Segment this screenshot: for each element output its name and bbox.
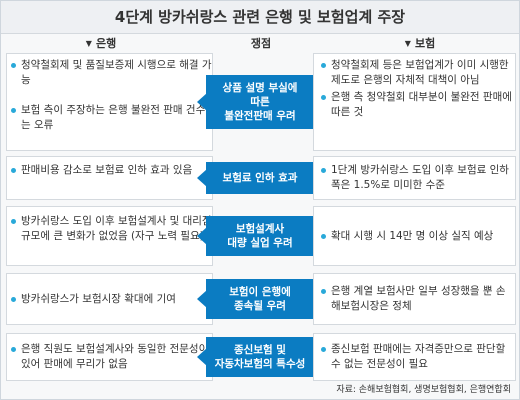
bullet-icon <box>321 289 326 294</box>
list-item: 청약철회제 및 품질보증제 시행으로 해결 가능 <box>7 58 212 88</box>
header-bank-label: 은행 <box>95 37 117 50</box>
bank-claims: 방카쉬랑스가 보험시장 확대에 기여 <box>6 273 213 325</box>
bullet-icon <box>11 347 16 352</box>
header-insurance-label: 보험 <box>414 37 436 50</box>
list-item: 은행 계열 보험사만 일부 성장했을 뿐 손해보험시장은 정체 <box>314 284 515 314</box>
issue-row: 방카쉬랑스 도입 이후 보험설계사 및 대리점 규모에 큰 변화가 없었음 (자… <box>1 206 519 266</box>
insurance-claims: 청약철회제 등은 보험업계가 이미 시행한 제도로 은행의 자체적 대책이 아님… <box>313 53 516 151</box>
insurance-claims: 확대 시행 시 14만 명 이상 실직 예상 <box>313 206 516 266</box>
triangle-down-icon: ▼ <box>404 38 411 48</box>
arrow-left-icon <box>197 227 207 245</box>
header-insurance: ▼ 보험 <box>321 36 519 50</box>
triangle-down-icon: ▼ <box>85 38 92 48</box>
list-item: 종신보험 판매에는 자격증만으로 판단할 수 없는 전문성이 필요 <box>314 342 515 372</box>
bullet-icon <box>321 95 326 100</box>
issue-label: 상품 설명 부실에 따른 불완전판매 우려 <box>206 75 314 129</box>
page-title: 4단계 방카쉬랑스 관련 은행 및 보험업계 주장 <box>1 1 519 34</box>
bank-claims: 은행 직원도 보험설계사와 동일한 전문성이 있어 판매에 무리가 없음 <box>6 333 213 381</box>
arrow-left-icon <box>197 93 207 111</box>
issue-row: 판매비용 감소로 보험료 인하 효과 있음 보험료 인하 효과 1단계 방카쉬랑… <box>1 156 519 200</box>
bank-claims: 판매비용 감소로 보험료 인하 효과 있음 <box>6 156 213 200</box>
issue-label: 종신보험 및 자동차보험의 특수성 <box>206 337 314 377</box>
list-item: 청약철회제 등은 보험업계가 이미 시행한 제도로 은행의 자체적 대책이 아님 <box>314 58 515 88</box>
issue-row: 은행 직원도 보험설계사와 동일한 전문성이 있어 판매에 무리가 없음 종신보… <box>1 333 519 381</box>
arrow-left-icon <box>197 348 207 366</box>
bank-claims: 방카쉬랑스 도입 이후 보험설계사 및 대리점 규모에 큰 변화가 없었음 (자… <box>6 206 213 266</box>
list-item: 판매비용 감소로 보험료 인하 효과 있음 <box>7 163 212 178</box>
list-item: 은행 직원도 보험설계사와 동일한 전문성이 있어 판매에 무리가 없음 <box>7 342 212 372</box>
bullet-icon <box>11 108 16 113</box>
list-item: 보험 측이 주장하는 은행 불완전 판매 건수는 오류 <box>7 103 212 133</box>
insurance-claims: 1단계 방카쉬랑스 도입 이후 보험료 인하 폭은 1.5%로 미미한 수준 <box>313 156 516 200</box>
issue-row: 청약철회제 및 품질보증제 시행으로 해결 가능 보험 측이 주장하는 은행 불… <box>1 53 519 151</box>
list-item: 확대 시행 시 14만 명 이상 실직 예상 <box>314 229 515 244</box>
issue-label: 보험이 은행에 종속될 우려 <box>206 279 314 319</box>
arrow-left-icon <box>197 290 207 308</box>
list-item: 1단계 방카쉬랑스 도입 이후 보험료 인하 폭은 1.5%로 미미한 수준 <box>314 163 515 193</box>
header-bank: ▼ 은행 <box>1 36 201 50</box>
bank-claims: 청약철회제 및 품질보증제 시행으로 해결 가능 보험 측이 주장하는 은행 불… <box>6 53 213 151</box>
insurance-claims: 은행 계열 보험사만 일부 성장했을 뿐 손해보험시장은 정체 <box>313 273 516 325</box>
list-item: 은행 측 청약철회 대부분이 불완전 판매에 따른 것 <box>314 90 515 120</box>
bullet-icon <box>11 219 16 224</box>
arrow-left-icon <box>197 169 207 187</box>
bullet-icon <box>11 168 16 173</box>
bullet-icon <box>321 234 326 239</box>
bullet-icon <box>321 168 326 173</box>
issue-row: 방카쉬랑스가 보험시장 확대에 기여 보험이 은행에 종속될 우려 은행 계열 … <box>1 273 519 325</box>
header-issue: 쟁점 <box>201 36 321 50</box>
list-item: 방카쉬랑스가 보험시장 확대에 기여 <box>7 292 212 307</box>
list-item: 방카쉬랑스 도입 이후 보험설계사 및 대리점 규모에 큰 변화가 없었음 (자… <box>7 214 212 244</box>
issue-label: 보험료 인하 효과 <box>206 162 314 194</box>
bullet-icon <box>321 347 326 352</box>
insurance-claims: 종신보험 판매에는 자격증만으로 판단할 수 없는 전문성이 필요 <box>313 333 516 381</box>
source-note: 자료: 손해보험협회, 생명보험협회, 은행연합회 <box>336 385 511 395</box>
bullet-icon <box>321 63 326 68</box>
header-issue-label: 쟁점 <box>250 37 272 50</box>
issue-label: 보험설계사 대량 실업 우려 <box>206 216 314 256</box>
bullet-icon <box>11 63 16 68</box>
bullet-icon <box>11 297 16 302</box>
